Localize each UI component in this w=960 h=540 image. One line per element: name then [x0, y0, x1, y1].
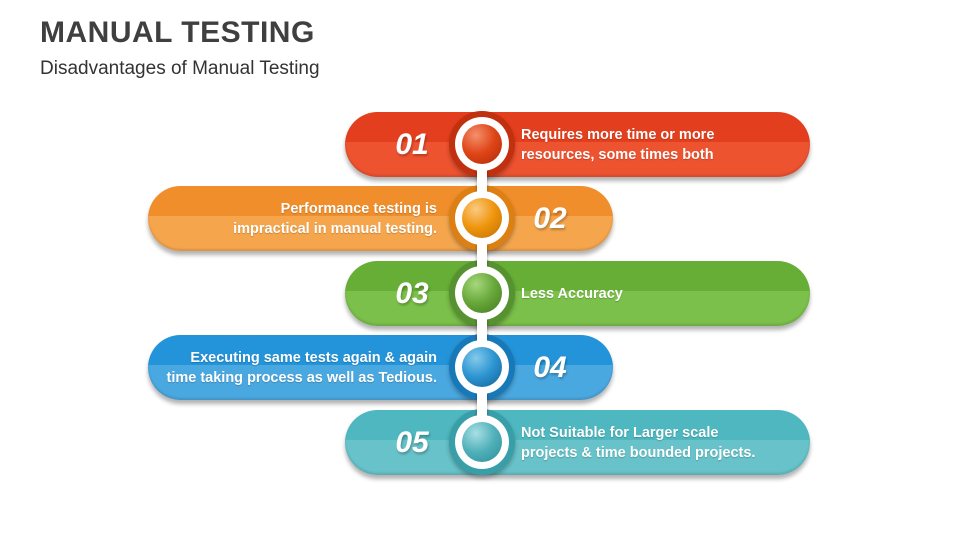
step-text: Executing same tests again & again time …	[147, 348, 438, 388]
step-marker-icon	[455, 415, 509, 469]
step-marker-icon	[455, 340, 509, 394]
step-text-line: Less Accuracy	[521, 285, 623, 302]
sphere-icon	[462, 198, 502, 238]
step-text-line: impractical in manual testing.	[233, 220, 437, 237]
step-marker-icon	[455, 117, 509, 171]
timeline-item-04: 04 Executing same tests again & again ti…	[148, 335, 613, 400]
page-subtitle: Disadvantages of Manual Testing	[40, 58, 320, 79]
step-number: 03	[395, 276, 429, 310]
step-text-line: time taking process as well as Tedious.	[166, 369, 438, 386]
step-text-line: Executing same tests again & again	[190, 349, 437, 366]
step-number: 01	[395, 127, 429, 161]
sphere-icon	[462, 273, 502, 313]
step-number: 02	[533, 201, 567, 235]
step-text: Less Accuracy	[521, 284, 801, 304]
sphere-icon	[462, 124, 502, 164]
page-title: MANUAL TESTING	[40, 16, 315, 49]
step-text: Requires more time or more resources, so…	[521, 125, 801, 165]
step-text-line: Performance testing is	[280, 200, 437, 217]
step-number: 04	[533, 350, 567, 384]
step-marker-icon	[455, 266, 509, 320]
step-marker-icon	[455, 191, 509, 245]
timeline-item-03: 03 Less Accuracy	[345, 261, 810, 326]
timeline-item-02: 02 Performance testing is impractical in…	[148, 186, 613, 251]
step-text-line: Not Suitable for Larger scale	[521, 424, 719, 441]
step-text-line: Requires more time or more	[521, 126, 715, 143]
step-number: 05	[395, 425, 429, 459]
step-text: Not Suitable for Larger scale projects &…	[521, 423, 801, 463]
step-text-line: resources, some times both	[521, 146, 714, 163]
step-text-line: projects & time bounded projects.	[521, 444, 756, 461]
step-text: Performance testing is impractical in ma…	[147, 199, 437, 239]
timeline-item-05: 05 Not Suitable for Larger scale project…	[345, 410, 810, 475]
sphere-icon	[462, 422, 502, 462]
sphere-icon	[462, 347, 502, 387]
timeline-item-01: 01 Requires more time or more resources,…	[345, 112, 810, 177]
